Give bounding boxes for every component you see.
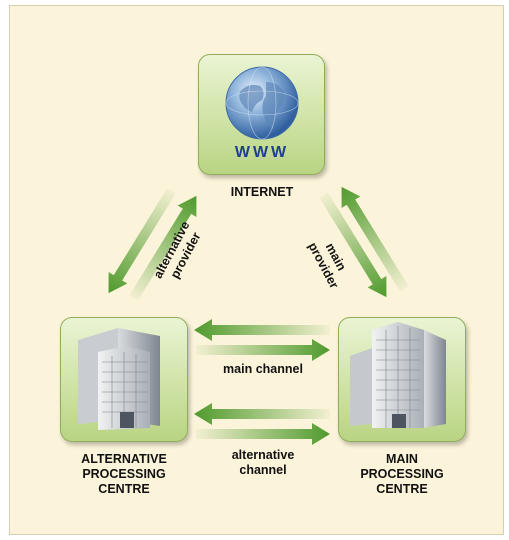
main-provider-arrow-up xyxy=(341,186,409,292)
www-badge-text: www xyxy=(234,144,290,161)
alternative-channel-label: alternative channel xyxy=(231,448,295,477)
alternative-channel-arrow-right xyxy=(196,423,330,445)
alternative-centre-label: ALTERNATIVE PROCESSING CENTRE xyxy=(81,452,167,496)
main-centre-label: MAIN PROCESSING CENTRE xyxy=(360,452,444,496)
main-building-icon xyxy=(350,322,446,428)
main-channel-arrow-left xyxy=(194,319,330,341)
alternative-building-icon xyxy=(78,328,160,430)
alternative-provider-arrow-down xyxy=(108,188,176,294)
main-channel-arrow-right xyxy=(196,339,330,361)
alternative-provider-arrow-up xyxy=(129,195,197,301)
internet-label: INTERNET xyxy=(230,185,294,199)
alternative-channel-arrow-left xyxy=(194,403,330,425)
main-provider-arrow-down xyxy=(319,192,387,298)
main-channel-label: main channel xyxy=(223,362,303,376)
globe-icon xyxy=(225,66,299,140)
